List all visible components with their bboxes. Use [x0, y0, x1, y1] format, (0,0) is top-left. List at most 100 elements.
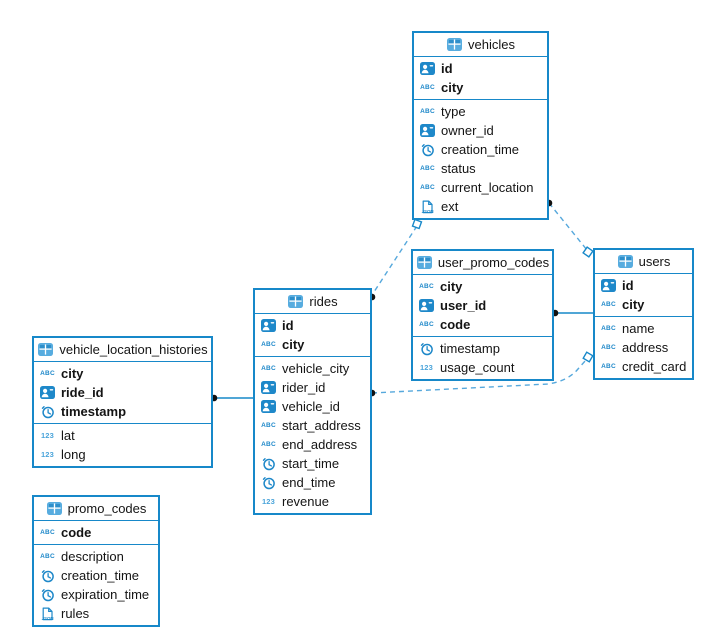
column-name: user_id	[440, 298, 487, 313]
column-row[interactable]: expiration_time	[34, 585, 158, 604]
column-row[interactable]: creation_time	[414, 140, 547, 159]
column-row[interactable]: start_time	[255, 454, 370, 473]
column-row[interactable]: ABC city	[595, 295, 692, 314]
abc-icon: ABC	[601, 301, 616, 308]
column-name: code	[440, 317, 471, 332]
num-icon: 123	[40, 450, 55, 459]
column-row[interactable]: ride_id	[34, 383, 211, 402]
table-icon	[287, 295, 304, 308]
column-row[interactable]: ABC code	[413, 315, 552, 334]
table-header[interactable]: rides	[255, 290, 370, 313]
user-icon	[260, 381, 277, 394]
column-name: id	[282, 318, 294, 333]
user-icon	[419, 62, 436, 75]
columns-section: ABC description creation_time expiration_ti…	[34, 544, 158, 625]
column-row[interactable]: timestamp	[413, 339, 552, 358]
column-row[interactable]: id	[595, 276, 692, 295]
column-name: city	[441, 80, 464, 95]
table-icon	[617, 255, 634, 268]
abc-icon: ABC	[420, 108, 435, 115]
user-icon	[419, 124, 436, 137]
column-row[interactable]: ABC address	[595, 338, 692, 357]
column-row[interactable]: vehicle_id	[255, 397, 370, 416]
relationship-vehicles-users[interactable]	[548, 202, 588, 251]
column-row[interactable]: ABC description	[34, 547, 158, 566]
table-icon	[46, 502, 63, 515]
column-row[interactable]: 123 long	[34, 445, 211, 464]
user-icon	[260, 400, 277, 413]
column-name: start_address	[282, 418, 361, 433]
link-square-marker	[582, 246, 594, 258]
column-row[interactable]: timestamp	[34, 402, 211, 421]
abc-icon: ABC	[601, 344, 616, 351]
clock-icon	[39, 405, 56, 419]
relationship-rides-users[interactable]	[371, 359, 587, 394]
table-name: vehicles	[468, 37, 515, 52]
clock-icon	[39, 588, 56, 602]
abc-icon: ABC	[261, 341, 276, 348]
abc-icon: ABC	[420, 165, 435, 172]
column-row[interactable]: user_id	[413, 296, 552, 315]
column-row[interactable]: rider_id	[255, 378, 370, 397]
column-name: long	[61, 447, 86, 462]
column-name: creation_time	[61, 568, 140, 583]
column-name: expiration_time	[61, 587, 150, 602]
column-name: description	[61, 549, 124, 564]
relationship-vehicles-rides[interactable]	[371, 225, 418, 296]
column-row[interactable]: id	[414, 59, 547, 78]
abc-icon: ABC	[419, 321, 434, 328]
table-header[interactable]: users	[595, 250, 692, 273]
column-row[interactable]: owner_id	[414, 121, 547, 140]
num-icon: 123	[419, 363, 434, 372]
clock-icon	[419, 143, 436, 157]
abc-icon: ABC	[261, 365, 276, 372]
table-header[interactable]: user_promo_codes	[413, 251, 552, 274]
table-header[interactable]: vehicles	[414, 33, 547, 56]
table-header[interactable]: vehicle_location_histories	[34, 338, 211, 361]
column-row[interactable]: creation_time	[34, 566, 158, 585]
column-name: city	[622, 297, 645, 312]
column-name: rules	[61, 606, 90, 621]
column-name: timestamp	[440, 341, 500, 356]
abc-icon: ABC	[601, 325, 616, 332]
column-row[interactable]: end_time	[255, 473, 370, 492]
table-header[interactable]: promo_codes	[34, 497, 158, 520]
abc-icon: ABC	[40, 553, 55, 560]
user-icon	[260, 319, 277, 332]
column-name: credit_card	[622, 359, 687, 374]
clock-icon	[418, 342, 435, 356]
column-name: address	[622, 340, 669, 355]
column-name: city	[440, 279, 463, 294]
column-row[interactable]: id	[255, 316, 370, 335]
